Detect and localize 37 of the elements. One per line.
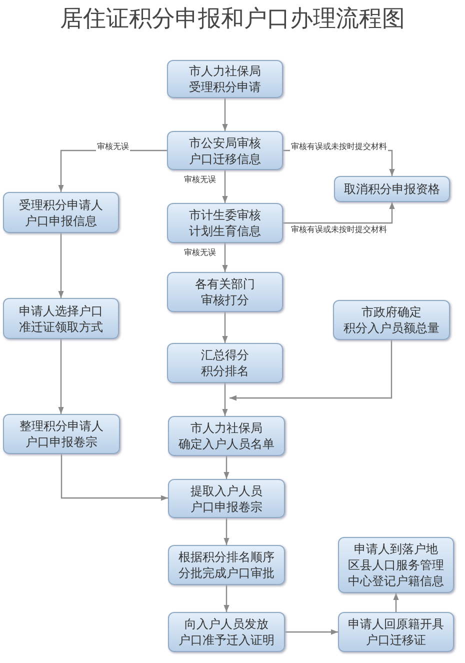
arrow	[224, 585, 230, 612]
process-box: 根据积分排名顺序分批完成户口审批	[168, 545, 285, 585]
process-box: 市人力社保局受理积分申请	[167, 60, 283, 98]
arrow	[222, 170, 228, 203]
process-box: 申请人选择户口准迁证领取方式	[3, 298, 119, 339]
process-box: 市公安局审核户口迁移信息	[167, 131, 283, 170]
process-box: 整理积分申请人户口申报卷宗	[3, 414, 120, 454]
process-box: 市计生委审核计划生育信息	[167, 203, 283, 243]
edge-label: 审核无误	[183, 248, 217, 258]
process-box: 取消积分申报资格	[334, 176, 450, 202]
edge-label: 审核无误	[183, 175, 217, 185]
process-box: 汇总得分积分排名	[167, 343, 283, 383]
arrow	[283, 202, 395, 224]
process-box: 向入户人员发放户口准予迁入证明	[168, 612, 285, 652]
arrow	[285, 629, 338, 635]
process-box: 市人力社保局确定入户人员名单	[168, 416, 285, 456]
process-box: 受理积分申请人户口申报信息	[3, 192, 119, 233]
arrow	[224, 518, 230, 545]
process-box: 市政府确定积分入户员额总量	[333, 300, 450, 340]
arrow	[58, 339, 64, 414]
title: 居住证积分申报和户口办理流程图	[59, 5, 406, 34]
arrow	[222, 243, 228, 272]
edge-label: 审核有误或未按时提交材料	[290, 142, 388, 152]
edge-label: 审核无误	[96, 142, 130, 152]
edge-label: 审核有误或未按时提交材料	[290, 225, 388, 235]
arrow	[230, 340, 392, 401]
arrow	[224, 456, 230, 479]
process-box: 各有关部门审核打分	[167, 272, 283, 312]
arrow	[393, 593, 399, 612]
arrow	[58, 233, 64, 298]
arrow	[222, 98, 228, 131]
process-box: 申请人到落户地区县人口服务管理中心登记户籍信息	[338, 537, 454, 593]
arrow	[222, 312, 228, 343]
arrow	[222, 383, 228, 416]
arrow	[60, 454, 168, 501]
process-box: 提取入户人员户口申报卷宗	[168, 479, 285, 518]
process-box: 申请人回原籍开具户口迁移证	[338, 612, 454, 652]
